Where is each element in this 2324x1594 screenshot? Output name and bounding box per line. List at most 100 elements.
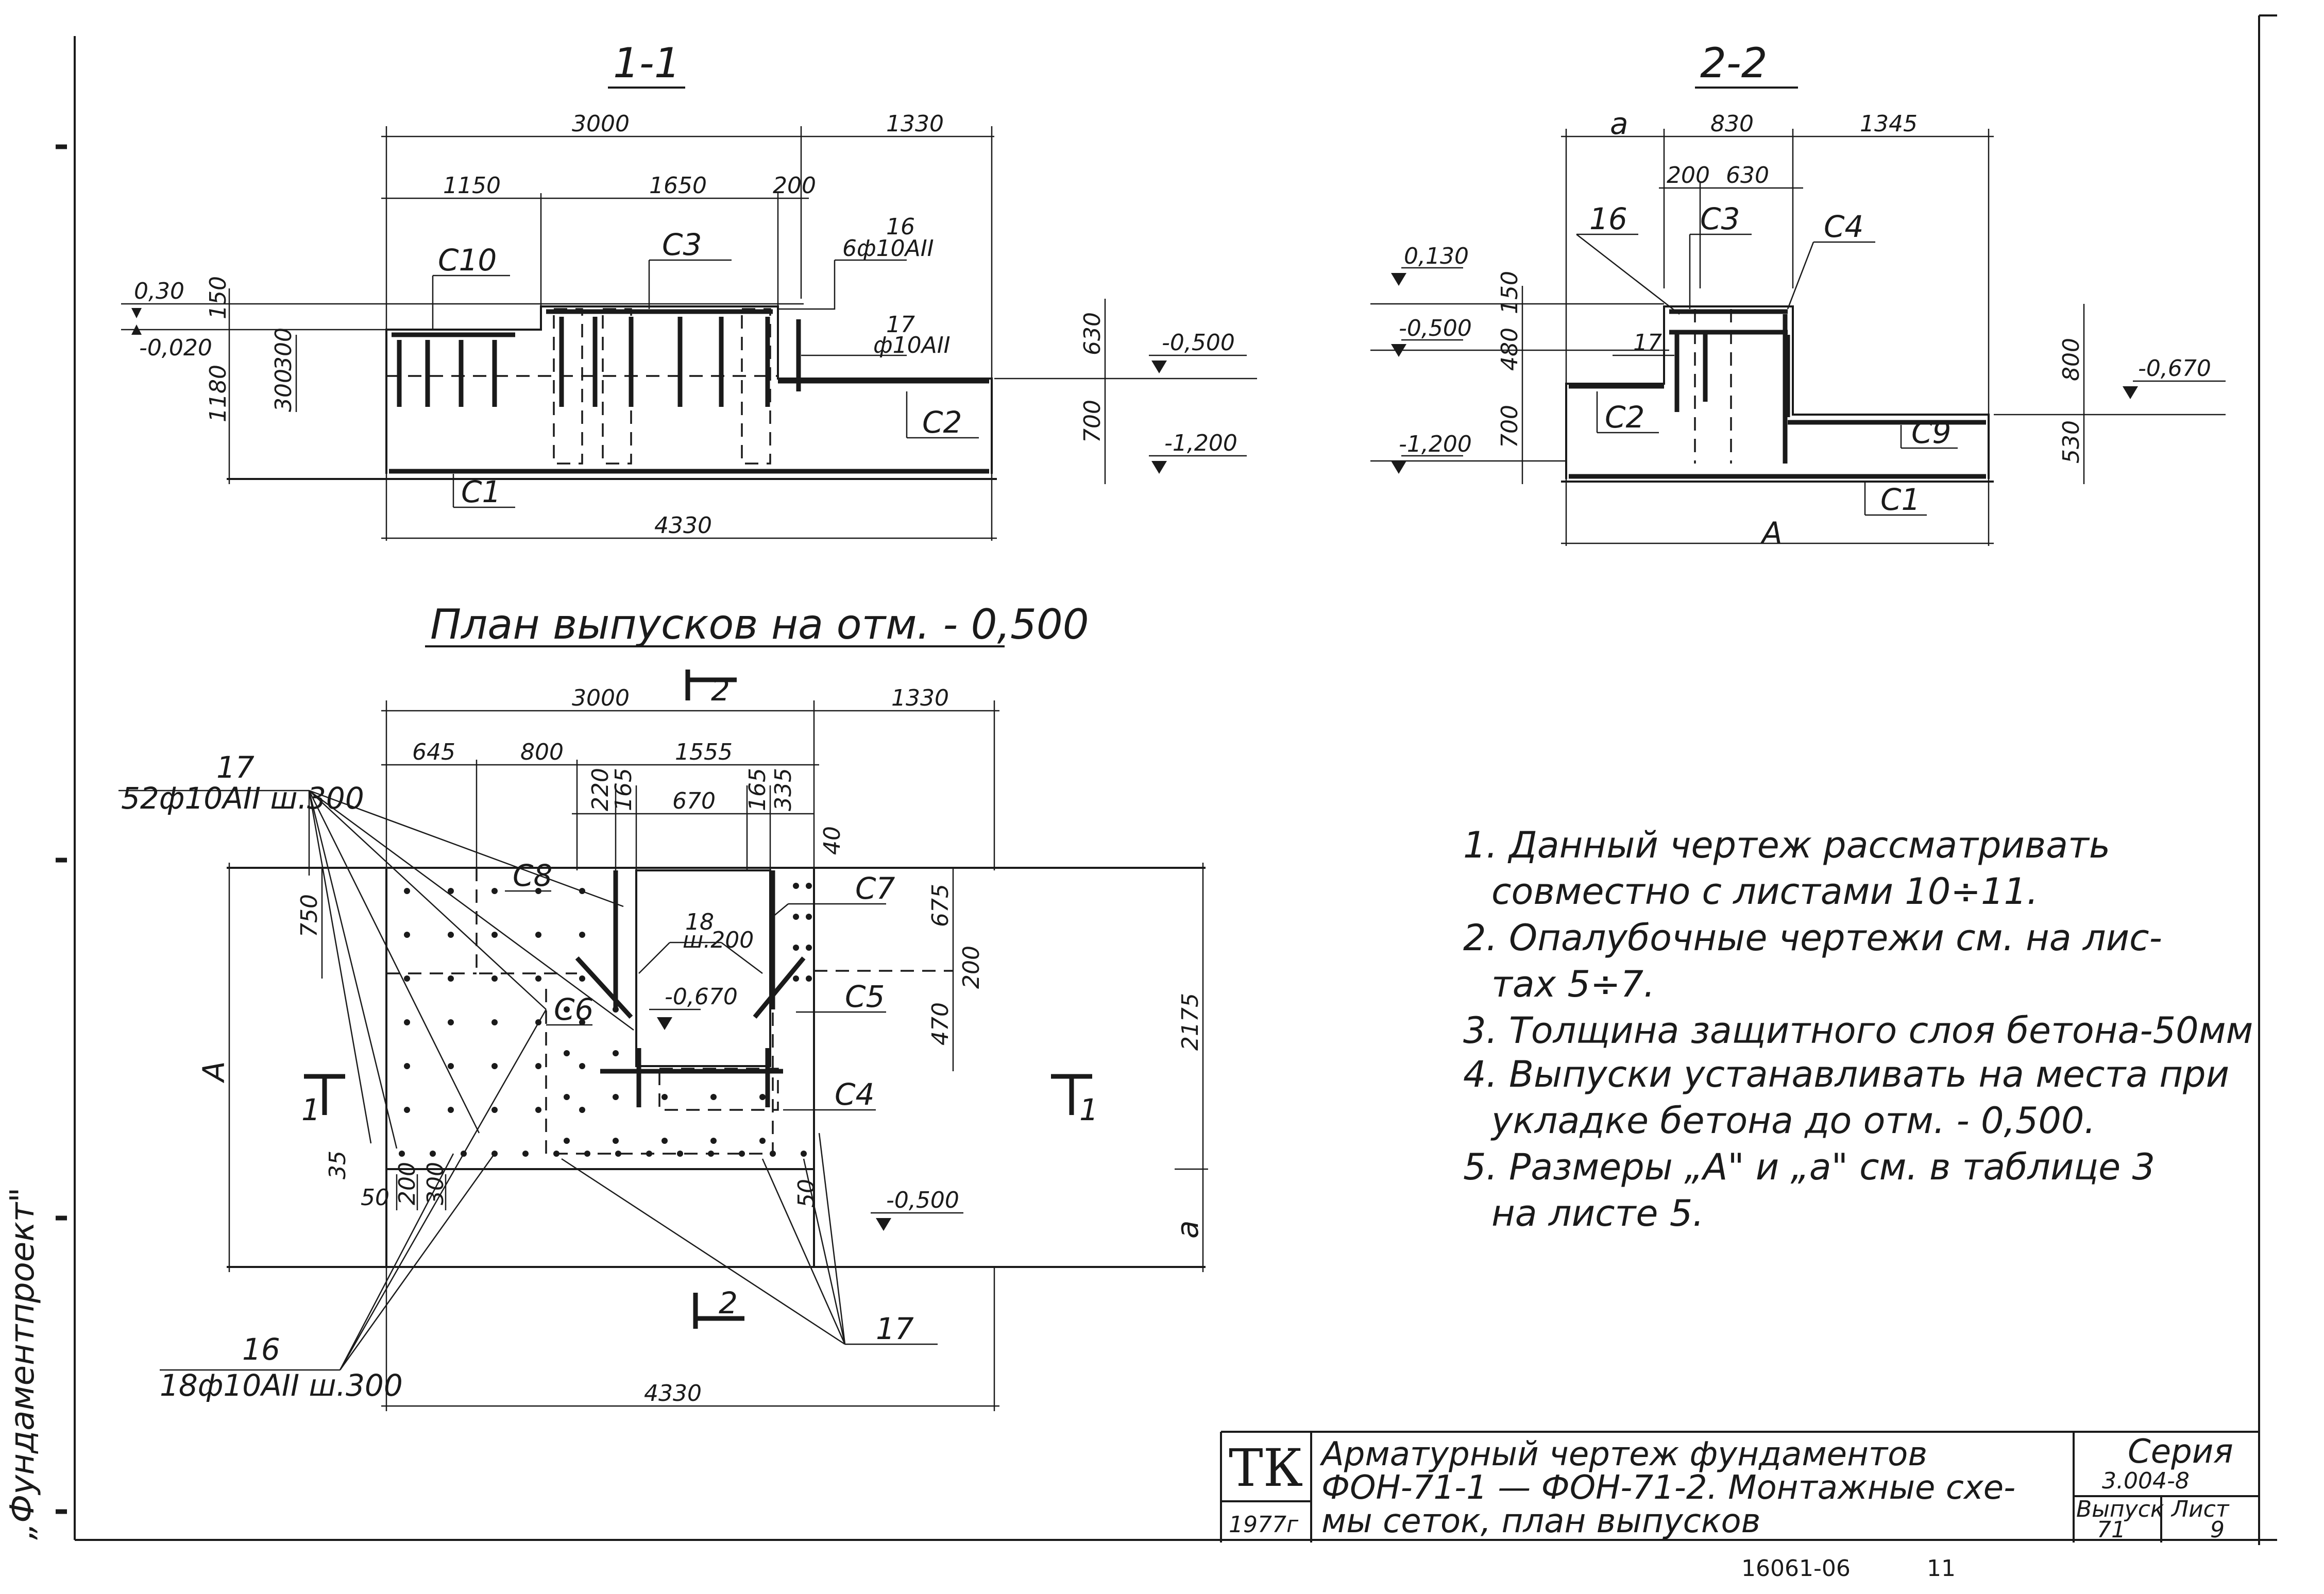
plan-label-c8: С8 bbox=[513, 858, 552, 893]
rebar-dot bbox=[710, 1138, 717, 1144]
plan-dim-165b: 165 bbox=[744, 768, 771, 811]
plan-label-c6: С6 bbox=[554, 992, 593, 1027]
rebar-dot bbox=[613, 1094, 619, 1100]
rebar-dot bbox=[535, 888, 541, 894]
plan-dim-335: 335 bbox=[770, 768, 796, 811]
s11-dim-200: 200 bbox=[773, 173, 816, 199]
plan-dim-470: 470 bbox=[927, 1002, 954, 1045]
plan-dim-3000: 3000 bbox=[572, 685, 630, 711]
s22-dim-700: 700 bbox=[1497, 405, 1523, 448]
rebar-dot bbox=[404, 1019, 410, 1025]
plan-dim-a: а bbox=[1170, 1220, 1205, 1239]
plan-dim-750: 750 bbox=[296, 894, 323, 937]
rebar-dot bbox=[793, 975, 799, 982]
rebar-dot bbox=[404, 888, 410, 894]
plan-dim-220: 220 bbox=[587, 768, 614, 811]
rebar-dot bbox=[739, 1151, 745, 1157]
s11-label-16-spec: 6ф10АII bbox=[842, 235, 934, 262]
s22-level-500: -0,500 bbox=[1399, 315, 1472, 341]
s11-label-17-spec: ф10АII bbox=[873, 332, 951, 358]
rebar-dot bbox=[491, 888, 498, 894]
s22-level-670: -0,670 bbox=[2138, 355, 2211, 382]
plan-title: План выпусков на отм. - 0,500 bbox=[430, 601, 1089, 648]
plan-dim-300: 300 bbox=[422, 1162, 449, 1205]
s11-dim-1180: 1180 bbox=[205, 365, 231, 422]
rebar-dot bbox=[564, 1138, 570, 1144]
s11-dim-1150: 1150 bbox=[443, 173, 501, 199]
rebar-dot bbox=[770, 1151, 776, 1157]
stamp-sheet-value: 9 bbox=[2210, 1517, 2225, 1543]
note-line-2: совместно с листами 10÷11. bbox=[1491, 870, 2038, 913]
s11-dim-300a: 300 bbox=[270, 328, 297, 371]
section-2-2: 2-2 а 830 1345 200 630 0,130 bbox=[1370, 39, 2226, 551]
s22-dim-800: 800 bbox=[2058, 338, 2084, 381]
rebar-dot bbox=[806, 883, 812, 889]
plan-cut-2-top: 2 bbox=[711, 673, 730, 708]
s11-dim-630: 630 bbox=[1079, 312, 1106, 355]
plan-label-16-spec: 18ф10АII ш.300 bbox=[160, 1368, 403, 1403]
plan-level-670: -0,670 bbox=[665, 984, 738, 1010]
rebar-dot bbox=[579, 888, 585, 894]
plan-dim-A: А bbox=[196, 1061, 231, 1084]
s22-dim-1345: 1345 bbox=[1860, 111, 1918, 137]
s22-label-c1: С1 bbox=[1880, 482, 1920, 517]
s22-label-c4: С4 bbox=[1824, 209, 1863, 244]
stamp-series-value: 3.004-8 bbox=[2102, 1468, 2190, 1494]
plan-dim-50b: 50 bbox=[793, 1179, 820, 1208]
s22-label-17: 17 bbox=[1633, 330, 1662, 356]
plan-cut-1-right: 1 bbox=[1079, 1092, 1098, 1127]
rebar-dot bbox=[710, 1094, 717, 1100]
title-block: ТК 1977г Арматурный чертеж фундаментов Ф… bbox=[1220, 1431, 2259, 1582]
plan-cut-2-bot: 2 bbox=[719, 1286, 738, 1321]
plan-dim-1555: 1555 bbox=[675, 739, 733, 765]
s11-level-500: -0,500 bbox=[1162, 330, 1235, 356]
rebar-dot bbox=[461, 1151, 467, 1157]
rebar-dot bbox=[793, 914, 799, 920]
section-2-2-title: 2-2 bbox=[1700, 39, 1768, 87]
s22-level-130: 0,130 bbox=[1404, 243, 1469, 269]
stamp-org: ТК bbox=[1229, 1438, 1303, 1498]
plan-dim-675: 675 bbox=[927, 884, 954, 927]
stamp-title-3: мы сеток, план выпусков bbox=[1321, 1502, 1760, 1540]
section-1-1: 1-1 3000 1330 1150 1650 200 bbox=[121, 39, 1257, 541]
s11-label-c10: С10 bbox=[438, 243, 497, 278]
note-line-6: 4. Выпуски устанавливать на места при bbox=[1463, 1053, 2229, 1095]
rebar-dot bbox=[491, 1151, 498, 1157]
s22-dim-830: 830 bbox=[1710, 111, 1754, 137]
s22-label-c9: С9 bbox=[1911, 415, 1951, 450]
rebar-dot bbox=[584, 1151, 590, 1157]
plan-dim-800: 800 bbox=[520, 739, 564, 765]
rebar-dot bbox=[759, 1094, 766, 1100]
stamp-title-2: ФОН-71-1 — ФОН-71-2. Монтажные схе- bbox=[1321, 1469, 2015, 1507]
plan-label-c7: С7 bbox=[855, 871, 895, 906]
rebar-dot bbox=[404, 1107, 410, 1113]
rebar-dot bbox=[430, 1151, 436, 1157]
rebar-dot bbox=[491, 932, 498, 938]
s11-dim-1650: 1650 bbox=[649, 173, 707, 199]
plan-outlets: План выпусков на отм. - 0,500 3000 1330 … bbox=[118, 601, 1208, 1411]
note-line-5: 3. Толщина защитного слоя бетона-50мм bbox=[1463, 1009, 2253, 1052]
plan-dim-200r: 200 bbox=[958, 946, 985, 989]
rebar-dot bbox=[564, 1006, 570, 1013]
notes-block: 1. Данный чертеж рассматривать совместно… bbox=[1463, 824, 2253, 1235]
plan-label-16: 16 bbox=[242, 1332, 280, 1367]
rebar-dot bbox=[535, 1063, 541, 1069]
note-line-1: 1. Данный чертеж рассматривать bbox=[1463, 824, 2110, 866]
rebar-dot bbox=[448, 888, 454, 894]
rebar-dot bbox=[579, 932, 585, 938]
rebar-dot bbox=[801, 1151, 807, 1157]
rebar-dot bbox=[579, 975, 585, 982]
note-line-7: укладке бетона до отм. - 0,500. bbox=[1490, 1100, 2096, 1142]
rebar-dot bbox=[448, 1107, 454, 1113]
rebar-dot bbox=[806, 945, 812, 951]
rebar-dot bbox=[579, 1019, 585, 1025]
rebar-dot bbox=[535, 1107, 541, 1113]
rebar-dot bbox=[404, 932, 410, 938]
rebar-dot bbox=[522, 1151, 529, 1157]
s22-dim-480: 480 bbox=[1497, 328, 1523, 371]
s11-level-1200: -1,200 bbox=[1164, 430, 1237, 456]
rebar-dot bbox=[759, 1138, 766, 1144]
rebar-dot bbox=[448, 975, 454, 982]
s11-dim-700: 700 bbox=[1079, 400, 1106, 443]
plan-dim-50a: 50 bbox=[361, 1185, 389, 1211]
